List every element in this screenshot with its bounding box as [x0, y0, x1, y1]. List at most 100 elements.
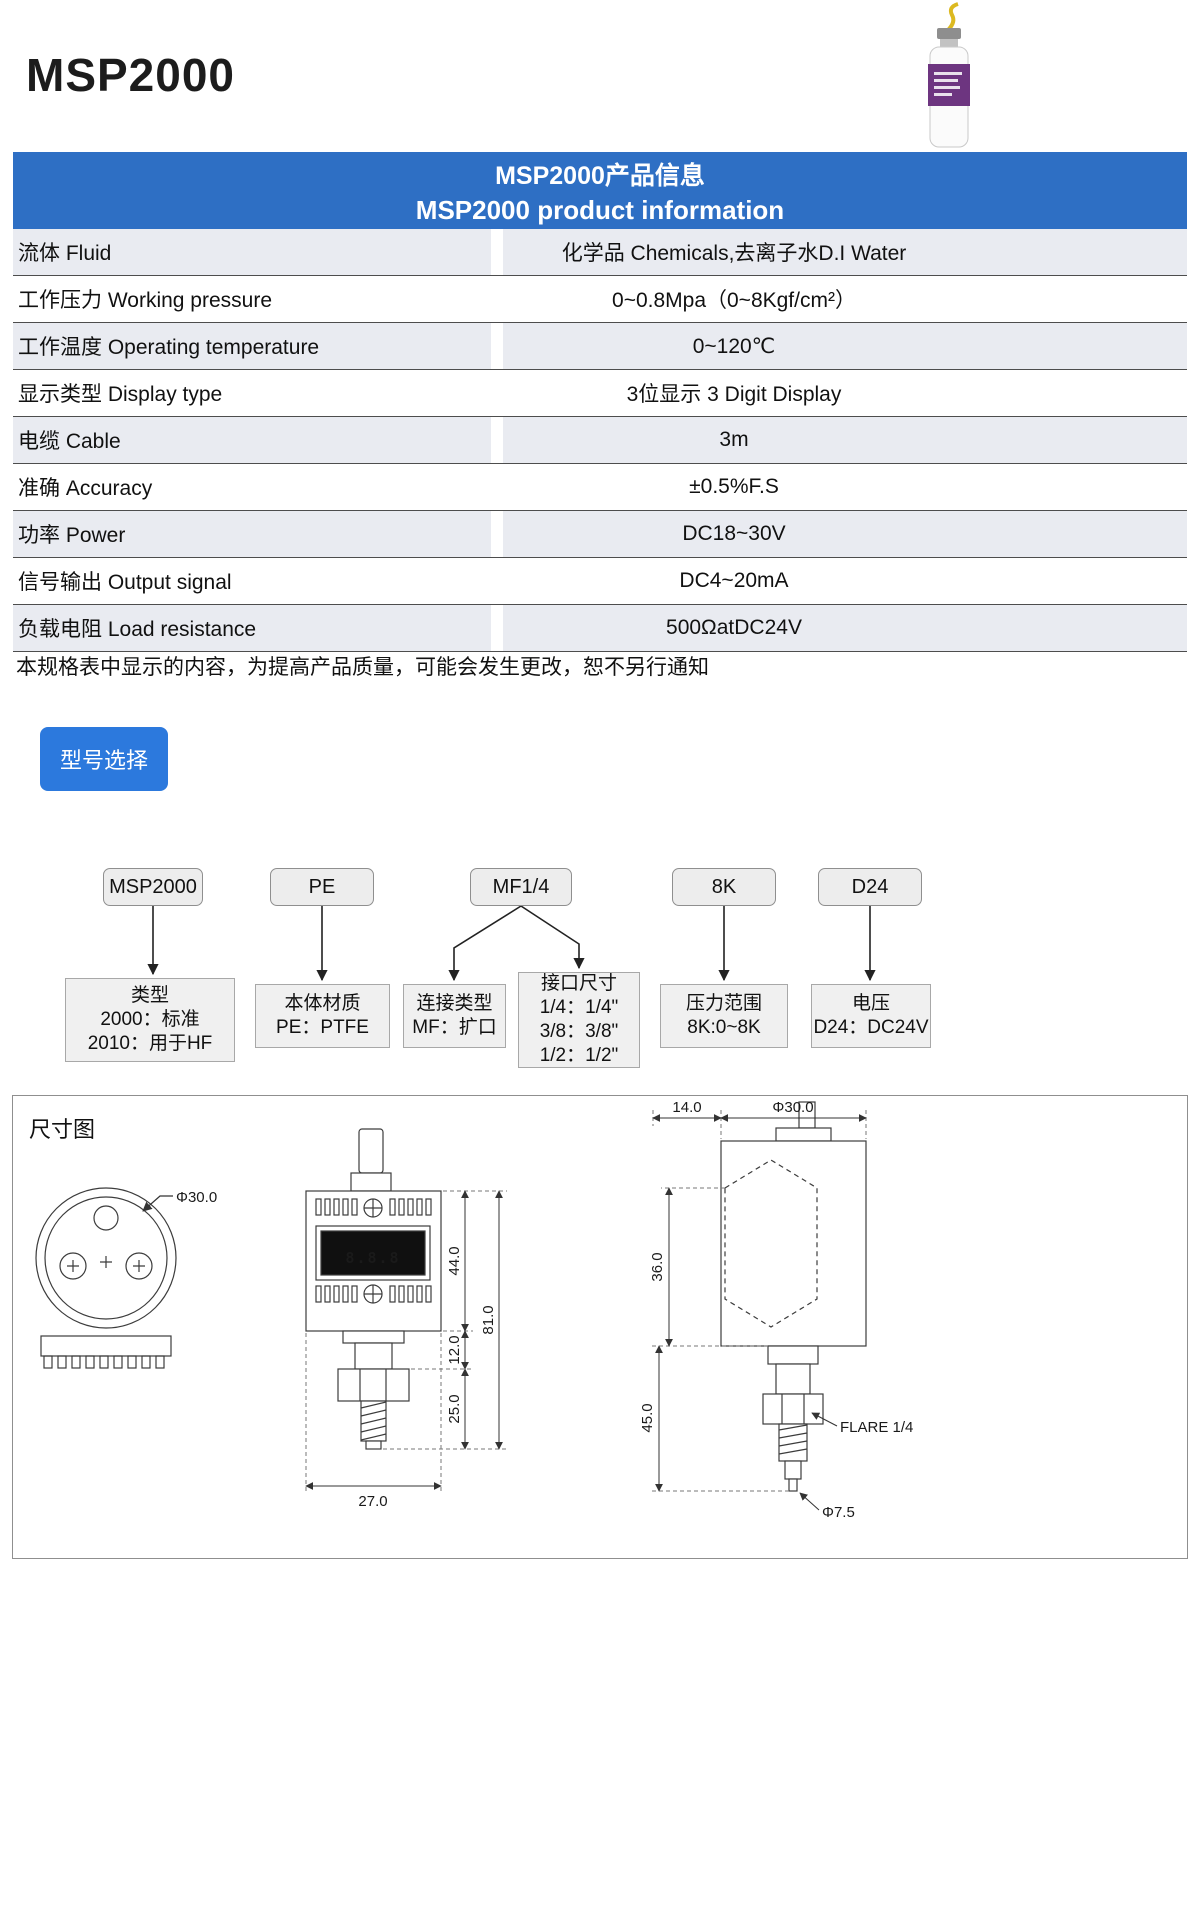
front-dimension-lines: [305, 1190, 503, 1490]
column-gutter: [491, 370, 503, 416]
sensor-label: [928, 64, 970, 106]
desc-line: 2000：标准: [100, 1009, 200, 1030]
column-gutter: [491, 605, 503, 651]
table-row: 工作压力 Working pressure 0~0.8Mpa（0~8Kgf/cm…: [13, 276, 1187, 323]
spec-value: DC18~30V: [503, 511, 1187, 557]
label-text-line: [934, 86, 960, 89]
dimension-section: 尺寸图 Φ3: [12, 1095, 1188, 1559]
desc-line: 压力范围: [685, 993, 762, 1014]
spec-value: 3m: [503, 417, 1187, 463]
dimension-drawing: Φ30.0: [35, 1099, 913, 1521]
desc-line: 接口尺寸: [540, 973, 617, 994]
column-gutter: [491, 558, 503, 604]
desc-line: MF：扩口: [412, 1017, 497, 1038]
label-text-line: [934, 72, 962, 75]
column-gutter: [491, 511, 503, 557]
table-row: 电缆 Cable 3m: [13, 417, 1187, 464]
spec-label: 负载电阻 Load resistance: [13, 605, 491, 651]
desc-line: 3/8：3/8": [539, 1021, 619, 1042]
dim-front-lower: 25.0: [446, 1394, 463, 1423]
desc-line: PE：PTFE: [276, 1017, 369, 1038]
side-dimension-lines: [652, 1114, 867, 1511]
sensor-neck: [940, 39, 958, 47]
model-select-button[interactable]: 型号选择: [40, 727, 168, 791]
table-row: 显示类型 Display type 3位显示 3 Digit Display: [13, 370, 1187, 417]
column-gutter: [491, 276, 503, 322]
disclaimer-note: 本规格表中显示的内容，为提高产品质量，可能会发生更改，恕不另行通知: [16, 656, 709, 679]
desc-voltage: 电压 D24：DC24V: [811, 984, 931, 1048]
spec-label: 流体 Fluid: [13, 229, 491, 275]
table-row: 功率 Power DC18~30V: [13, 511, 1187, 558]
dim-side-diameter: Φ30.0: [772, 1099, 813, 1116]
model-code-pressure: 8K: [672, 868, 776, 906]
page-title: MSP2000: [26, 49, 236, 101]
spec-value: ±0.5%F.S: [689, 475, 779, 498]
spec-label: 显示类型 Display type: [18, 383, 223, 406]
desc-material: 本体材质 PE：PTFE: [255, 984, 390, 1048]
table-row: 准确 Accuracy ±0.5%F.S: [13, 464, 1187, 511]
spec-value: 500ΩatDC24V: [503, 605, 1187, 651]
header-line-en: MSP2000 product information: [415, 194, 785, 225]
side-view-drawing: [720, 1101, 867, 1492]
table-row: 负载电阻 Load resistance 500ΩatDC24V: [13, 605, 1187, 652]
spec-value: DC4~20mA: [679, 569, 789, 592]
model-code-series: MSP2000: [103, 868, 203, 906]
front-extension-lines: [305, 1190, 507, 1492]
table-row: 工作温度 Operating temperature 0~120℃: [13, 323, 1187, 370]
table-row: 流体 Fluid 化学品 Chemicals,去离子水D.I Water: [13, 229, 1187, 276]
dim-front-width: 27.0: [358, 1493, 387, 1510]
desc-line: 连接类型: [416, 993, 493, 1014]
spec-value: 化学品 Chemicals,去离子水D.I Water: [503, 229, 1187, 275]
desc-line: 8K:0~8K: [687, 1017, 761, 1038]
dim-side-lower: 45.0: [639, 1403, 656, 1432]
dimension-title: 尺寸图: [29, 1117, 96, 1142]
spec-table-header: MSP2000产品信息 MSP2000 product information: [13, 152, 1187, 229]
sensor-cap: [937, 28, 961, 39]
dim-side-offset: 14.0: [672, 1099, 701, 1116]
digital-display-digits: 8.8.8: [345, 1249, 400, 1267]
spec-label: 功率 Power: [13, 511, 491, 557]
column-gutter: [491, 323, 503, 369]
product-photo: [928, 2, 970, 148]
arrow-port-size: [520, 905, 585, 970]
dim-front-upper: 44.0: [446, 1246, 463, 1275]
header-line-cn: MSP2000产品信息: [495, 161, 705, 190]
spec-value: 0~0.8Mpa（0~8Kgf/cm²）: [612, 289, 856, 312]
spec-label: 电缆 Cable: [13, 417, 491, 463]
desc-line: 本体材质: [284, 993, 361, 1014]
label-text-line: [934, 79, 958, 82]
desc-line: D24：DC24V: [813, 1017, 929, 1038]
spec-value: 0~120℃: [503, 323, 1187, 369]
spec-label: 信号输出 Output signal: [18, 571, 232, 594]
front-view-drawing: [305, 1128, 442, 1450]
desc-type: 类型 2000：标准 2010：用于HF: [65, 978, 235, 1062]
desc-connection: 连接类型 MF：扩口: [403, 984, 506, 1048]
model-code-voltage: D24: [818, 868, 922, 906]
dim-tip-diameter: Φ7.5: [822, 1504, 855, 1521]
dim-flare-label: FLARE 1/4: [840, 1419, 913, 1436]
model-code-material: PE: [270, 868, 374, 906]
spec-table: 流体 Fluid 化学品 Chemicals,去离子水D.I Water 工作压…: [13, 229, 1187, 652]
label-text-line: [934, 93, 952, 96]
column-gutter: [491, 464, 503, 510]
arrow-connection: [448, 905, 522, 982]
desc-pressure: 压力范围 8K:0~8K: [660, 984, 788, 1048]
table-row: 信号输出 Output signal DC4~20mA: [13, 558, 1187, 605]
desc-line: 2010：用于HF: [87, 1033, 213, 1054]
dim-front-mid: 12.0: [446, 1335, 463, 1364]
dim-front-total: 81.0: [480, 1305, 497, 1334]
spec-label: 准确 Accuracy: [18, 477, 153, 500]
cable-wire: [946, 2, 959, 32]
spec-label: 工作温度 Operating temperature: [13, 323, 491, 369]
column-gutter: [491, 229, 503, 275]
column-gutter: [491, 417, 503, 463]
spec-value: 3位显示 3 Digit Display: [626, 383, 842, 406]
spec-label: 工作压力 Working pressure: [18, 289, 273, 312]
desc-line: 类型: [130, 985, 169, 1006]
desc-port-size: 接口尺寸 1/4：1/4" 3/8：3/8" 1/2：1/2": [518, 972, 640, 1068]
desc-line: 1/4：1/4": [539, 997, 619, 1018]
model-code-connection: MF1/4: [470, 868, 572, 906]
dim-top-view-diameter: Φ30.0: [176, 1189, 217, 1206]
dim-side-upper: 36.0: [649, 1252, 666, 1281]
